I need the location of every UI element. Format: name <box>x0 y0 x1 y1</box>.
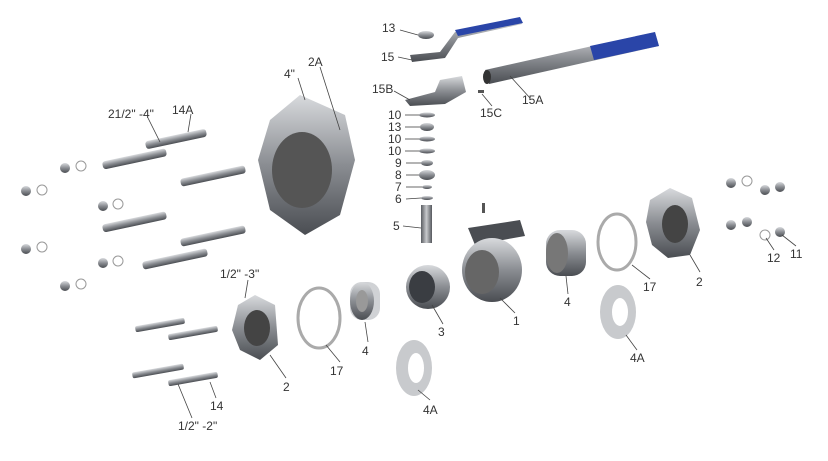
label-14A: 14A <box>172 103 193 117</box>
label-15C: 15C <box>480 106 502 120</box>
label-7: 7 <box>395 180 402 194</box>
nut-13-top <box>418 31 434 39</box>
label-1: 1 <box>513 314 520 328</box>
label-15A: 15A <box>522 93 543 107</box>
label-11: 11 <box>790 247 803 261</box>
label-12: 12 <box>767 251 781 265</box>
label-2-left: 2 <box>283 380 290 394</box>
label-5: 5 <box>393 219 400 233</box>
label-17-left: 17 <box>330 364 344 378</box>
label-9: 9 <box>395 156 402 170</box>
nuts-washers-left <box>21 160 124 291</box>
stem-5 <box>421 205 432 243</box>
bolts-14A <box>102 129 246 270</box>
label-4A-right: 4A <box>630 351 645 365</box>
flange-2A <box>258 95 355 235</box>
label-size-half-3: 1/2" -3" <box>220 267 259 281</box>
ball-3 <box>406 265 450 309</box>
ring-4A-right <box>600 285 636 339</box>
nuts-washers-right <box>726 175 785 241</box>
label-size-2half-4: 21/2" -4" <box>108 107 154 121</box>
label-10b: 10 <box>388 132 402 146</box>
label-6: 6 <box>395 192 402 206</box>
label-10a: 10 <box>388 108 402 122</box>
label-2A: 2A <box>308 55 323 69</box>
valve-body-1 <box>462 203 525 302</box>
flange-2-right <box>646 188 700 258</box>
seat-4-left <box>350 282 380 320</box>
label-4-right: 4 <box>564 295 571 309</box>
ring-4A-left <box>396 340 432 396</box>
gasket-17-left <box>296 286 342 350</box>
label-2-right: 2 <box>696 275 703 289</box>
label-3: 3 <box>438 325 445 339</box>
seat-4-right <box>546 230 586 276</box>
bolts-14 <box>132 318 218 386</box>
handle-tube-15A <box>483 32 659 84</box>
handle-15 <box>410 17 523 62</box>
label-13: 13 <box>388 120 402 134</box>
handle-base-15B <box>405 76 466 106</box>
leader-lines <box>147 29 797 419</box>
label-10c: 10 <box>388 144 402 158</box>
pin-15C <box>478 90 484 93</box>
label-15: 15 <box>381 50 395 64</box>
label-17-right: 17 <box>643 280 657 294</box>
gasket-17-right <box>596 212 638 272</box>
flange-2-left <box>232 295 278 360</box>
label-4A-left: 4A <box>423 403 438 417</box>
label-15B: 15B <box>372 82 393 96</box>
label-4-left: 4 <box>362 344 369 358</box>
label-8: 8 <box>395 168 402 182</box>
label-14: 14 <box>210 399 224 413</box>
stem-stack <box>419 112 435 243</box>
label-size-4in: 4" <box>284 67 295 81</box>
label-size-half-2: 1/2" -2" <box>178 419 217 433</box>
label-13-top: 13 <box>382 21 396 35</box>
